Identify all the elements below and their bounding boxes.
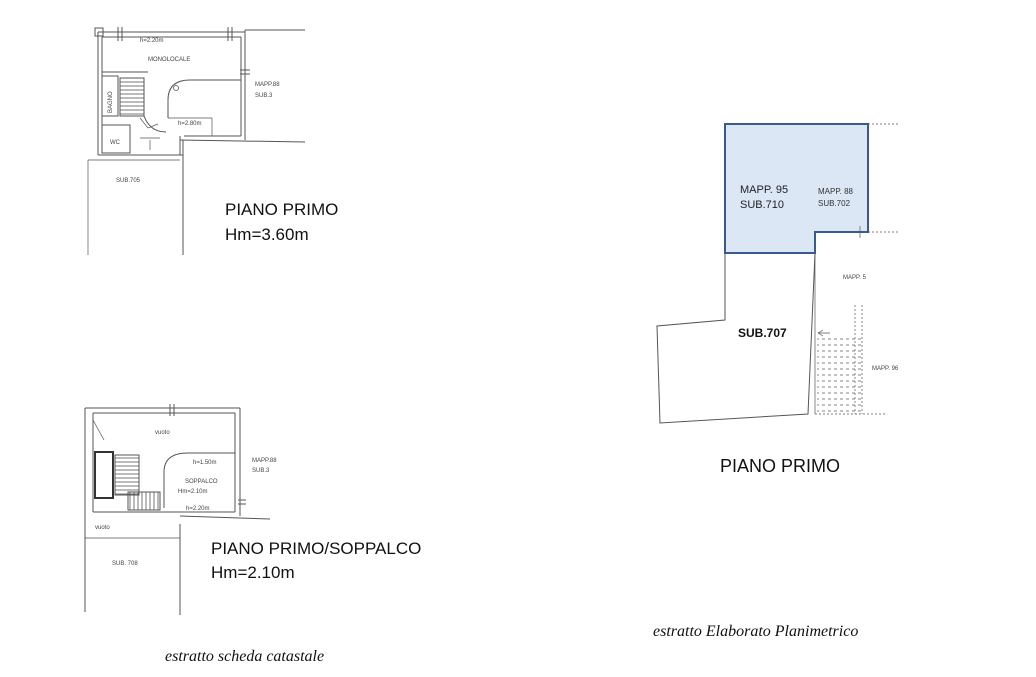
height-label-b: h=2.20m — [186, 506, 210, 512]
neighbor-sub-label: SUB.3 — [255, 93, 273, 99]
wall-bottom-outer — [179, 515, 271, 520]
stair-curve — [143, 115, 167, 133]
plan-title: PIANO PRIMO — [225, 200, 338, 219]
mapp-96-label: MAPP. 96 — [872, 366, 899, 372]
wall-bottom-outer — [179, 139, 306, 143]
plan-title: PIANO PRIMO/SOPPALCO — [211, 539, 421, 558]
wc-room — [101, 124, 131, 154]
neighbor-sub-label: SUB.702 — [818, 199, 851, 208]
room-label: MONOLOCALE — [148, 57, 190, 63]
mapp-5-label: MAPP. 5 — [843, 275, 867, 281]
plan-height: Hm=2.10m — [211, 563, 295, 582]
unit-mapp-label: MAPP. 95 — [740, 184, 788, 196]
arrow-left-icon — [817, 329, 830, 337]
stair-flight — [119, 77, 145, 117]
caption-scheda-catastale: estratto scheda catastale — [165, 648, 324, 665]
below-sub-label: SUB. 708 — [112, 561, 138, 567]
stair-flight — [114, 454, 140, 496]
neighbor-mapp-label: MAPP.88 — [252, 458, 277, 464]
stair-lower-flight — [127, 491, 161, 511]
plan-soppalco-scheda: vuoto h=1.50m MAPP.88 SUB.3 SOPPALCO Hm=… — [84, 404, 421, 615]
bathroom-label: BAGNO — [108, 91, 114, 113]
void-label-top: vuoto — [155, 430, 170, 436]
common-area-sub-707 — [656, 252, 816, 424]
curved-partition — [167, 79, 241, 118]
height-label-a: h=1.50m — [193, 460, 217, 466]
neighbor-sub-label: SUB.3 — [252, 468, 270, 474]
void-label-bottom: vuoto — [95, 525, 110, 531]
void-diagonal — [92, 419, 105, 441]
neighbor-mapp-label: MAPP.88 — [255, 82, 280, 88]
common-sub-label: SUB.707 — [738, 326, 787, 340]
unit-sub-label: SUB.710 — [740, 199, 784, 211]
plan-piano-primo-scheda: h=2.20m MONOLOCALE MAPP.88 SUB.3 BAGNO h… — [87, 27, 338, 255]
curved-partition — [163, 452, 235, 508]
plan-height: Hm=3.60m — [225, 225, 309, 244]
stair-arrow — [139, 117, 159, 129]
height-label-mid: h=2.80m — [178, 121, 202, 127]
neighbor-mapp-label: MAPP. 88 — [818, 187, 854, 196]
mezzanine-label: SOPPALCO — [185, 479, 218, 485]
below-sub-label: SUB.705 — [116, 178, 141, 184]
caption-elaborato-planimetrico: estratto Elaborato Planimetrico — [653, 623, 858, 640]
wc-label: WC — [110, 140, 121, 146]
mezzanine-height-label: Hm=2.10m — [178, 489, 208, 495]
plan-title: PIANO PRIMO — [720, 456, 840, 476]
column-mark — [173, 85, 179, 91]
stair-landing — [94, 451, 114, 499]
height-label-top: h=2.20m — [140, 38, 164, 44]
plan-elaborato-planimetrico: MAPP. 95 SUB.710 MAPP. 88 SUB.702 MAPP. … — [656, 123, 899, 476]
stair-hatch — [817, 338, 861, 414]
bathroom-room — [101, 75, 119, 117]
